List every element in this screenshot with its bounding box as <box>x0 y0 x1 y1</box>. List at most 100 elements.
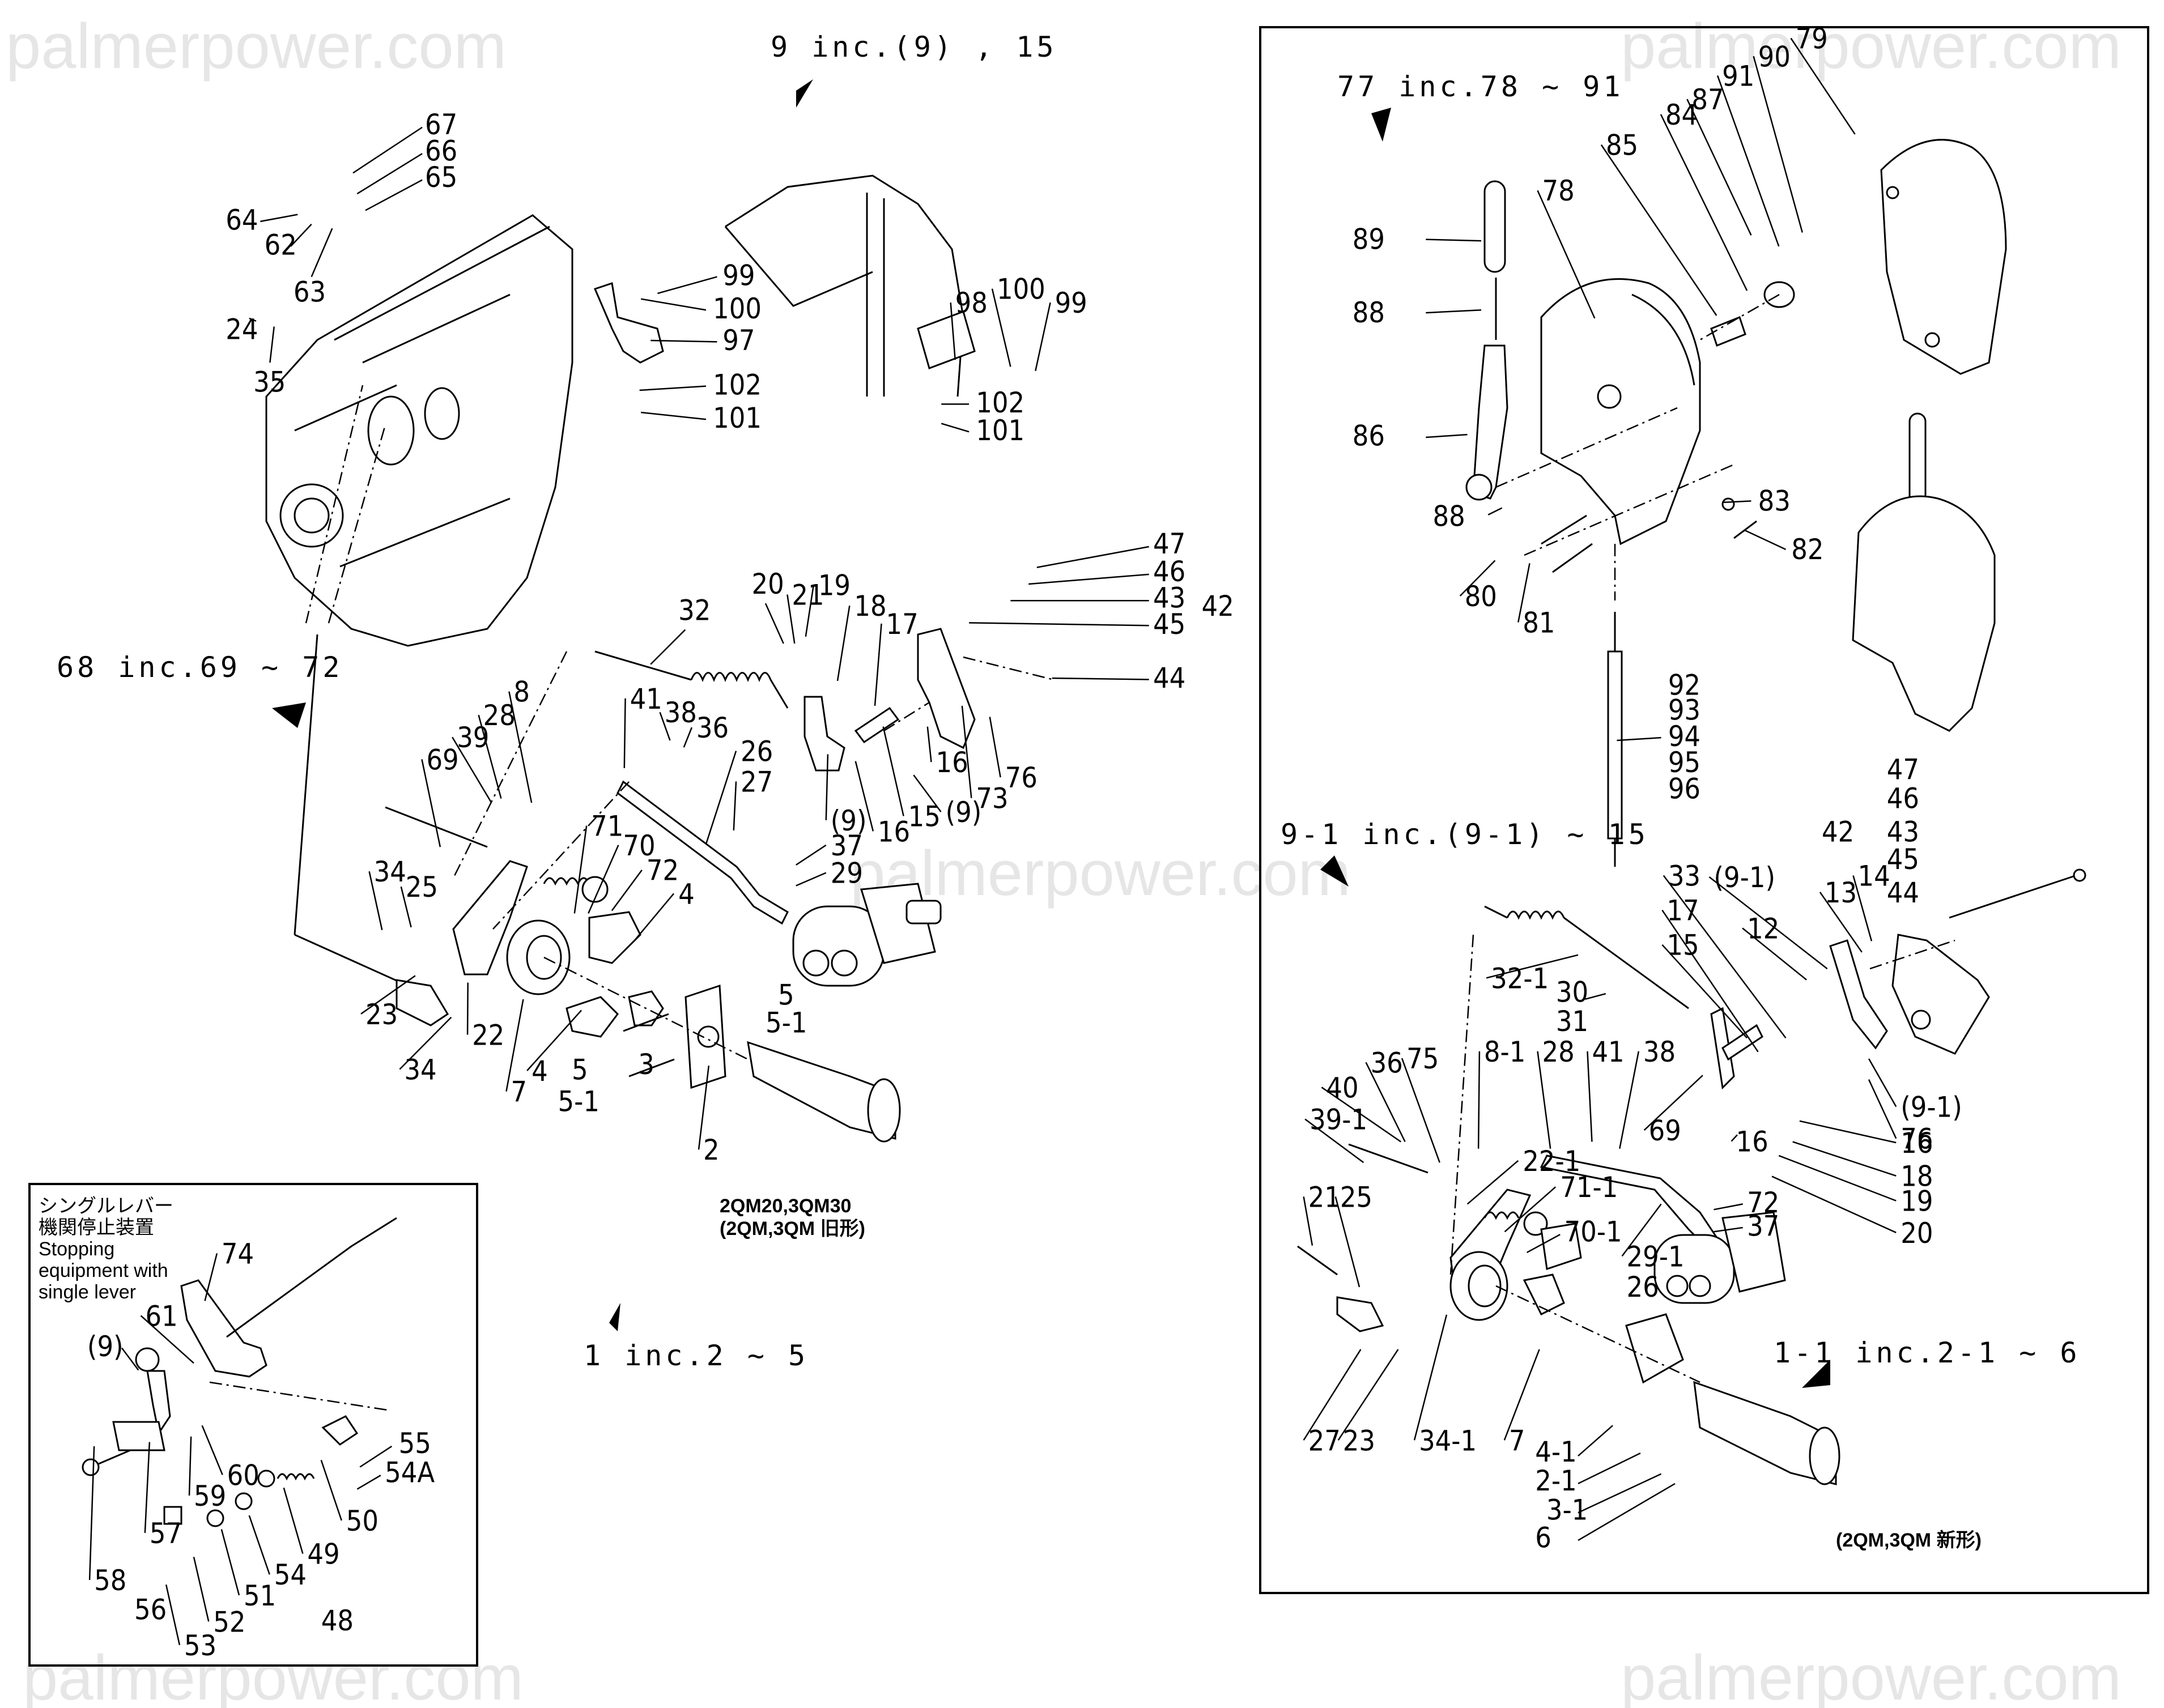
arrow-icon-bottom-mid <box>609 1303 620 1331</box>
leader-line <box>260 214 298 223</box>
part-label: 97 <box>722 324 755 357</box>
part-label: 3 <box>638 1048 654 1081</box>
leader-line <box>1643 1075 1703 1131</box>
new-type-panel-frame <box>1259 26 2149 1594</box>
part-label: 5-1 <box>766 1006 807 1039</box>
arrow-icon-right-mid <box>1320 855 1349 887</box>
leader-line <box>1714 1226 1743 1233</box>
part-label: 39 <box>457 721 489 754</box>
part-label: 98 <box>955 287 988 320</box>
part-label: 26 <box>1627 1271 1659 1304</box>
part-label: 16 <box>1736 1126 1768 1158</box>
part-label: 20 <box>1901 1217 1933 1250</box>
leader-line <box>623 698 626 768</box>
leader-line <box>365 179 423 211</box>
leader-line <box>1660 114 1748 291</box>
part-label: 69 <box>1649 1114 1681 1147</box>
leader-line <box>1799 1120 1897 1144</box>
part-label: 70 <box>623 829 655 862</box>
part-label: 91 <box>1722 59 1754 92</box>
part-label: 64 <box>226 204 258 237</box>
part-label: 54A <box>385 1456 435 1489</box>
part-label: 43 <box>1887 815 1919 848</box>
part-label: 93 <box>1668 693 1700 726</box>
part-label: 41 <box>630 683 662 715</box>
part-label: 23 <box>365 998 398 1031</box>
leader-line <box>290 223 312 247</box>
part-label: 55 <box>399 1427 431 1460</box>
part-label: (9-1) <box>1714 861 1775 894</box>
leader-line <box>193 1557 210 1622</box>
part-label: 48 <box>321 1604 354 1637</box>
leader-line <box>1466 1160 1519 1205</box>
part-label: 47 <box>1887 753 1919 786</box>
leader-line <box>269 326 275 363</box>
part-label: 28 <box>1542 1036 1575 1068</box>
leader-line <box>1365 1062 1406 1143</box>
part-label: 40 <box>1326 1071 1358 1104</box>
part-label: 101 <box>713 402 762 435</box>
leader-line <box>1617 736 1661 742</box>
part-label: 102 <box>976 386 1024 419</box>
leader-line <box>950 303 956 360</box>
leader-line <box>1578 1483 1676 1541</box>
part-label: 32 <box>678 594 711 627</box>
part-label: 38 <box>665 696 697 729</box>
part-label: 94 <box>1668 720 1700 753</box>
gear-case-detail-view <box>724 174 976 397</box>
part-label: 29 <box>831 857 863 890</box>
part-label: 100 <box>713 292 762 325</box>
watermark-top-left: palmerpower.com <box>6 11 507 82</box>
leader-line <box>1792 1141 1897 1177</box>
part-label: 17 <box>886 608 919 641</box>
part-label: 24 <box>226 313 258 346</box>
leader-line <box>698 1065 710 1150</box>
model-note-new: (2QM,3QM 新形) <box>1836 1530 1982 1551</box>
watermark-bottom-left: palmerpower.com <box>23 1642 524 1708</box>
leader-line <box>399 1016 452 1070</box>
leader-line <box>352 126 423 174</box>
leader-line <box>926 726 932 763</box>
leader-line <box>1413 1314 1448 1441</box>
leader-line <box>466 982 469 1035</box>
part-label: 42 <box>1822 815 1854 848</box>
leader-line <box>1426 309 1482 314</box>
leader-line <box>1578 1425 1613 1456</box>
leader-line <box>1790 37 1856 135</box>
leader-line <box>874 623 882 706</box>
part-label: 8 <box>513 676 530 709</box>
part-label: 35 <box>253 365 286 398</box>
part-label: 92 <box>1668 668 1700 701</box>
part-label: 60 <box>227 1459 260 1492</box>
leader-line <box>1778 1155 1897 1202</box>
part-label: 16 <box>878 815 910 848</box>
alignment-lines-right <box>1449 293 1955 1383</box>
part-label: 61 <box>146 1300 178 1332</box>
leader-line <box>1537 190 1596 319</box>
leader-line <box>796 844 827 866</box>
part-label: 18 <box>854 590 886 623</box>
part-label: (9) <box>831 804 867 837</box>
part-label: 69 <box>426 743 458 776</box>
part-label: 25 <box>406 871 438 904</box>
leader-line <box>1459 560 1496 597</box>
bracket-97 <box>593 282 664 364</box>
leader-line <box>144 1442 151 1534</box>
part-label: 19 <box>818 569 851 602</box>
leader-line <box>1753 56 1803 233</box>
leader-line <box>356 1475 381 1490</box>
leader-line <box>941 423 970 433</box>
arrow-icon-right-top <box>1371 108 1391 142</box>
part-label: 43 <box>1153 581 1185 614</box>
leader-line <box>991 288 1011 367</box>
callout-top-mid: 9 inc.(9) , 15 <box>771 31 1057 63</box>
leader-line <box>1035 302 1051 371</box>
part-label: 36 <box>1371 1046 1403 1079</box>
part-label: 16 <box>1901 1127 1933 1160</box>
leader-line <box>1663 875 1787 1039</box>
part-label: 73 <box>976 782 1008 815</box>
part-label: 34 <box>374 855 406 888</box>
part-label: 101 <box>976 414 1024 447</box>
part-label: (9) <box>946 796 982 829</box>
